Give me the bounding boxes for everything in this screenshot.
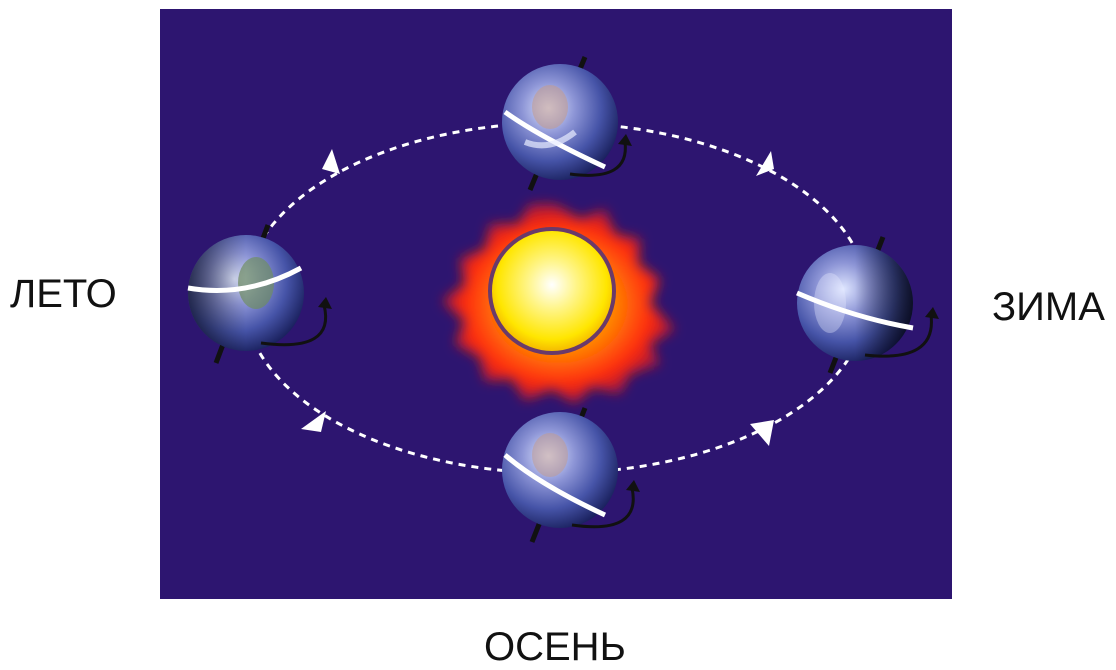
rotation-arrow-icon [864, 314, 933, 358]
label-winter: ЗИМА [992, 285, 1105, 329]
label-summer: ЛЕТО [10, 272, 117, 316]
rotation-arrow-icon [260, 304, 327, 347]
earth-globe-icon [502, 407, 640, 543]
orbit-direction-arrow-icon [750, 420, 774, 446]
orbit-direction-arrow-icon [301, 411, 326, 432]
rotation-arrow-icon [571, 487, 635, 529]
sun-icon [442, 204, 675, 404]
orbit-direction-arrow-icon [322, 149, 340, 174]
label-autumn: ОСЕНЬ [484, 625, 626, 669]
earth-globe-icon [187, 224, 332, 364]
orbit-diagram [187, 56, 939, 543]
earth-globe-icon [796, 236, 939, 374]
sun-disk [488, 227, 616, 355]
earth-globe-icon [502, 56, 632, 191]
rotation-arrow-icon [569, 141, 627, 177]
orbit-direction-arrow-icon [756, 151, 774, 176]
diagram-panel [160, 9, 952, 599]
